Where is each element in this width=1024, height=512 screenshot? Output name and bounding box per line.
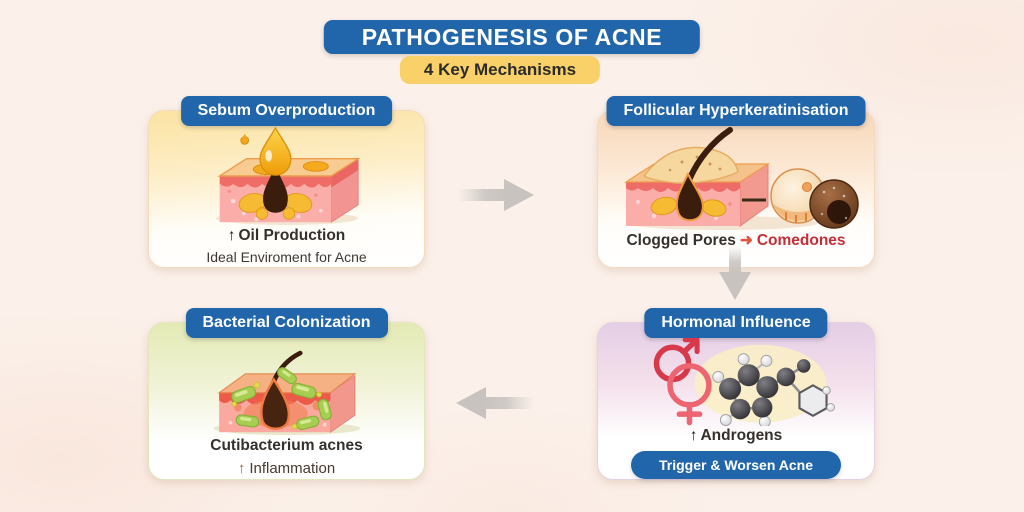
up-arrow-icon: ↑ <box>689 427 698 444</box>
comedones-label: Comedones <box>756 232 846 249</box>
panel-follicular-header: Follicular Hyperkeratinisation <box>606 96 866 126</box>
panel-bacterial-title: Bacterial Colonization <box>202 314 371 331</box>
panel-bacterial-header: Bacterial Colonization <box>185 308 388 338</box>
panel-hormonal-header: Hormonal Influence <box>644 308 828 338</box>
androgens-caption: ↑Androgens <box>689 427 783 444</box>
gender-symbols-icon <box>653 338 712 426</box>
flow-right-arrow-icon <box>458 179 534 211</box>
page-title-text: PATHOGENESIS OF ACNE <box>361 23 663 50</box>
comedones-svg <box>623 127 859 230</box>
panel-sebum-header: Sebum Overproduction <box>180 96 393 126</box>
panel-bacterial-colonization: Bacterial Colonization <box>148 308 425 480</box>
panel-hormonal-influence: Hormonal Influence <box>597 308 875 480</box>
panel-hormonal-title: Hormonal Influence <box>661 314 811 331</box>
panel-follicular-hyperkeratinisation: Follicular Hyperkeratinisation <box>597 96 875 268</box>
skin-oil-svg <box>215 126 361 226</box>
up-arrow-icon: ↑ <box>227 227 236 244</box>
hormone-illustration <box>617 338 855 426</box>
panel-follicular-title: Follicular Hyperkeratinisation <box>623 102 849 119</box>
flow-down-arrow-icon <box>719 246 751 300</box>
bacterial-caption: Cutibacterium acnes <box>210 437 363 454</box>
trigger-worsen-badge: Trigger & Worsen Acne <box>630 451 842 479</box>
sebum-caption: ↑Oil Production <box>227 227 346 244</box>
bacterium-rod <box>230 386 256 404</box>
molecule-model-icon <box>712 353 835 426</box>
bacteria-svg <box>213 350 360 436</box>
follicular-caption: Clogged Pores➜Comedones <box>626 232 846 249</box>
red-right-arrow-icon: ➜ <box>739 232 753 249</box>
up-arrow-brown-icon: ↑ <box>237 460 246 477</box>
panel-sebum-overproduction: Sebum Overproduction <box>148 96 425 268</box>
panel-sebum-title: Sebum Overproduction <box>197 102 376 119</box>
bacteria-illustration <box>189 338 385 436</box>
skin-oil-illustration <box>189 126 385 226</box>
sebum-subcaption: Ideal Enviroment for Acne <box>206 249 367 265</box>
page-title: PATHOGENESIS OF ACNE <box>323 20 701 54</box>
page-subtitle-text: 4 Key Mechanisms <box>423 60 577 79</box>
hormone-svg <box>653 338 835 426</box>
inflammation-caption: ↑Inflammation <box>237 460 336 477</box>
comedones-illustration <box>612 126 860 230</box>
page-subtitle: 4 Key Mechanisms <box>399 56 601 84</box>
flow-left-arrow-icon <box>456 387 534 419</box>
